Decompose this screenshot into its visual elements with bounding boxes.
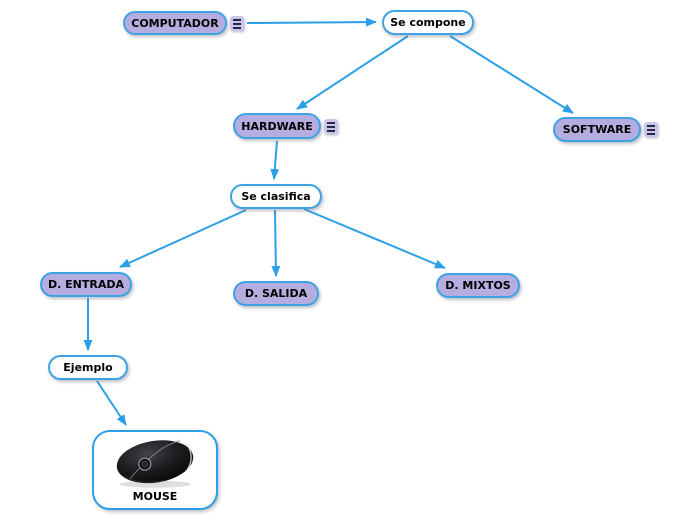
node-software[interactable]: SOFTWARE [553,117,641,142]
edge-se-compone-to-software [449,35,574,114]
node-hardware-menu-icon[interactable] [324,119,338,134]
node-se-compone[interactable]: Se compone [382,10,474,35]
edge-se-compone-to-hardware [296,35,409,110]
node-d-salida[interactable]: D. SALIDA [233,281,319,306]
node-hardware-label: HARDWARE [241,119,313,133]
node-d-salida-label: D. SALIDA [244,287,308,300]
node-d-mixtos-label: D. MIXTOS [445,279,511,292]
node-computador-menu-icon[interactable] [230,16,244,31]
node-d-entrada[interactable]: D. ENTRADA [40,272,132,297]
node-d-entrada-label: D. ENTRADA [48,278,124,291]
edge-se-clasifica-to-d-salida [271,209,281,277]
node-se-compone-label: Se compone [390,16,466,29]
edge-hardware-to-se-clasifica [270,140,280,180]
node-mouse[interactable]: MOUSE [92,430,218,510]
node-ejemplo-label: Ejemplo [63,361,113,374]
node-software-menu-icon[interactable] [644,122,658,137]
edge-se-clasifica-to-d-entrada [119,209,247,268]
node-se-clasifica-label: Se clasifica [241,190,311,203]
node-hardware[interactable]: HARDWARE [233,113,321,139]
node-computador[interactable]: COMPUTADOR [123,11,227,35]
edge-computador-to-se-compone [246,17,377,27]
node-computador-label: COMPUTADOR [131,16,219,30]
edge-ejemplo-to-mouse [96,380,127,426]
edge-se-clasifica-to-d-mixtos [303,208,446,269]
node-mouse-label: MOUSE [132,490,178,503]
node-software-label: SOFTWARE [562,123,632,136]
node-d-mixtos[interactable]: D. MIXTOS [436,273,520,298]
node-se-clasifica[interactable]: Se clasifica [230,184,322,209]
wireless-mouse-image [116,439,194,488]
node-ejemplo[interactable]: Ejemplo [48,355,128,380]
